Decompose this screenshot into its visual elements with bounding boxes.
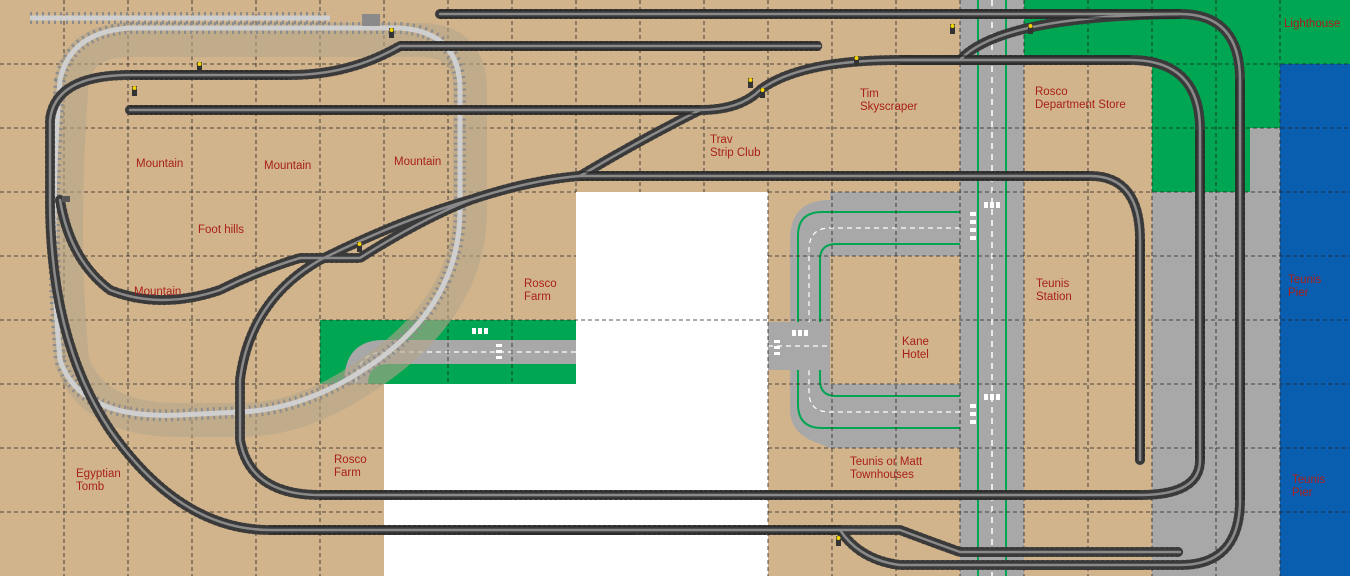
signal-icon (1028, 24, 1033, 34)
white-gap-bottom (384, 510, 768, 576)
label-teunis-station: Station (1036, 291, 1072, 303)
elevated-track (30, 12, 487, 437)
label-tim-skyscraper: Skyscraper (860, 101, 918, 113)
label-townhouses: Teunis or Matt (850, 456, 923, 468)
label-mountain: Mountain (264, 160, 311, 172)
label-rosco-farm: Rosco (334, 454, 367, 466)
label-teunis-pier: Teunis (1288, 274, 1321, 286)
label-rosco-farm: Farm (334, 467, 361, 479)
label-mountain: Mountain (394, 156, 441, 168)
pier-paving-strip (1250, 128, 1280, 192)
label-mountain: Mountain (134, 286, 181, 298)
signal-icon (760, 88, 765, 98)
label-townhouses: Townhouses (850, 469, 914, 481)
grass-lighthouse (1024, 0, 1350, 192)
label-kane-hotel: Kane (902, 336, 929, 348)
signal-icon (836, 536, 841, 546)
signal-icon (950, 24, 955, 34)
label-egyptian-tomb: Tomb (76, 481, 104, 493)
signals (62, 24, 1033, 546)
signal-icon (62, 196, 70, 202)
label-teunis-pier: Teunis (1292, 474, 1325, 486)
label-rosco-farm: Farm (524, 291, 551, 303)
label-tim-skyscraper: Tim (860, 88, 879, 100)
area-labels: Lighthouse Tim Skyscraper Rosco Departme… (76, 18, 1340, 499)
label-teunis-pier: Pier (1288, 287, 1309, 299)
label-lighthouse: Lighthouse (1284, 18, 1340, 30)
signal-icon (389, 28, 394, 38)
label-foot-hills: Foot hills (198, 224, 244, 236)
label-rosco-department-store: Rosco (1035, 86, 1068, 98)
label-trav-strip-club: Trav (710, 134, 733, 146)
buffer-stop (362, 14, 380, 26)
main-track (45, 9, 1245, 570)
label-egyptian-tomb: Egyptian (76, 468, 121, 480)
signal-icon (197, 62, 202, 72)
signal-icon (132, 86, 137, 96)
label-mountain: Mountain (136, 158, 183, 170)
signal-icon (748, 78, 753, 88)
label-trav-strip-club: Strip Club (710, 147, 761, 159)
signal-icon (854, 56, 859, 66)
label-teunis-station: Teunis (1036, 278, 1069, 290)
label-rosco-department-store: Department Store (1035, 99, 1126, 111)
label-kane-hotel: Hotel (902, 349, 929, 361)
label-rosco-farm: Rosco (524, 278, 557, 290)
label-teunis-pier: Pier (1292, 487, 1313, 499)
signal-icon (357, 242, 362, 252)
